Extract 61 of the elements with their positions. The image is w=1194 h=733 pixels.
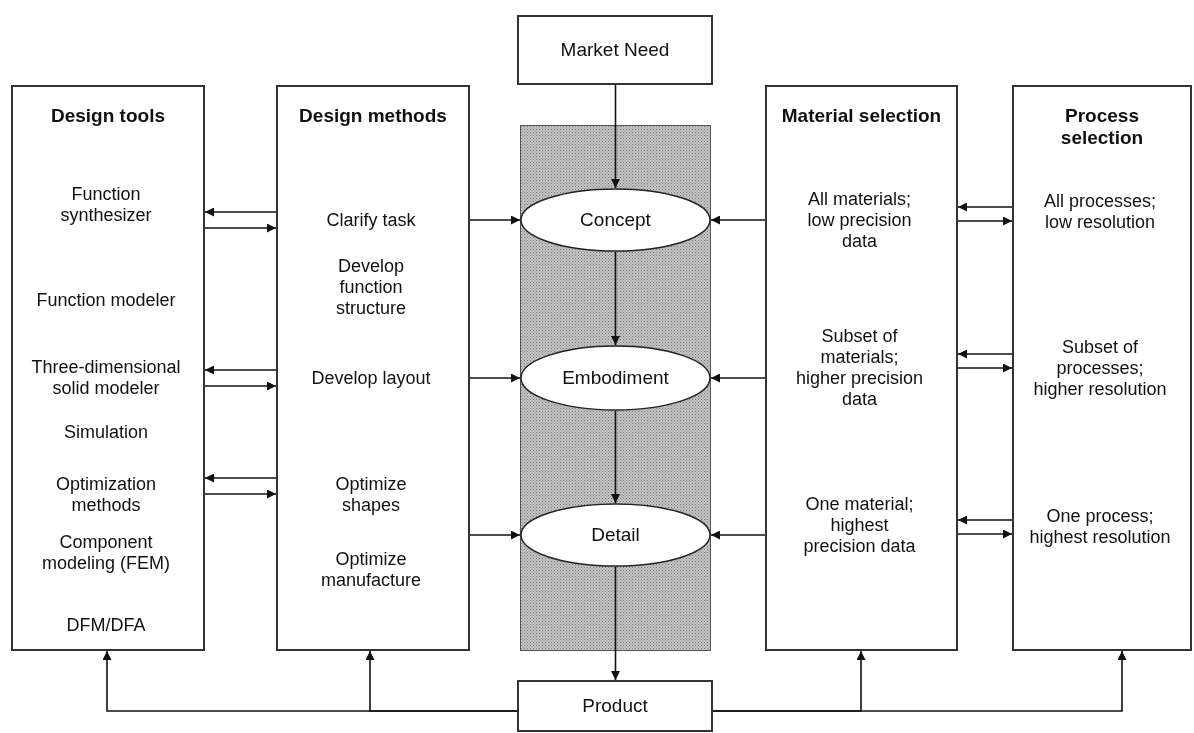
arrow	[957, 349, 1013, 359]
arrow	[204, 207, 277, 217]
arrow	[710, 215, 766, 225]
item-label: Optimization methods	[31, 474, 181, 516]
arrow	[204, 473, 277, 483]
item-label: Function synthesizer	[31, 184, 181, 226]
column-box	[1012, 85, 1192, 651]
item-label: Three-dimensional solid modeler	[31, 357, 181, 399]
arrow	[611, 566, 620, 681]
arrow	[957, 363, 1013, 373]
arrow	[957, 515, 1013, 525]
arrow	[611, 84, 620, 189]
process-box	[517, 680, 713, 732]
item-label: Function modeler	[31, 289, 181, 311]
stage-label: Detail	[591, 524, 640, 546]
item-label: Component modeling (FEM)	[31, 532, 181, 574]
arrow	[365, 650, 518, 712]
item-label: One process; highest resolution	[1029, 506, 1171, 548]
arrow	[204, 489, 277, 499]
item-label: DFM/DFA	[31, 614, 181, 636]
arrow	[204, 365, 277, 375]
column-heading: Process selection	[1059, 105, 1145, 149]
arrow	[469, 373, 521, 383]
item-label: Clarify task	[307, 209, 435, 231]
arrow	[957, 529, 1013, 539]
arrow	[469, 215, 521, 225]
item-label: All materials; low precision data	[795, 188, 924, 252]
column-box	[276, 85, 470, 651]
arrow	[710, 373, 766, 383]
stage-label: Concept	[580, 209, 651, 231]
column-heading: Design methods	[298, 105, 448, 127]
arrow	[957, 216, 1013, 226]
item-label: One material; highest precision data	[795, 493, 924, 557]
arrow	[204, 223, 277, 233]
column-box	[11, 85, 205, 651]
item-label: Optimize shapes	[307, 474, 435, 516]
arrow	[469, 530, 521, 540]
item-label: All processes; low resolution	[1029, 191, 1171, 233]
stage-ellipse	[520, 188, 711, 252]
item-label: Simulation	[31, 421, 181, 443]
item-label: Subset of materials; higher precision data	[795, 326, 924, 410]
column-box	[765, 85, 958, 651]
arrow	[611, 410, 620, 504]
item-label: Develop function structure	[307, 255, 435, 319]
arrow	[204, 381, 277, 391]
item-label: Develop layout	[307, 367, 435, 389]
item-label: Subset of processes; higher resolution	[1029, 336, 1171, 400]
item-label: Optimize manufacture	[307, 549, 435, 591]
arrow	[611, 251, 620, 346]
stage-ellipse	[520, 345, 711, 411]
arrow	[712, 650, 1127, 712]
column-heading: Material selection	[780, 105, 943, 127]
stage-label: Embodiment	[562, 367, 669, 389]
column-heading: Design tools	[50, 105, 166, 127]
process-box	[517, 15, 713, 85]
box-label: Product	[582, 695, 648, 717]
box-label: Market Need	[560, 39, 670, 61]
arrow	[710, 530, 766, 540]
stage-ellipse	[520, 503, 711, 567]
shaded-band	[520, 125, 711, 651]
arrow	[957, 202, 1013, 212]
